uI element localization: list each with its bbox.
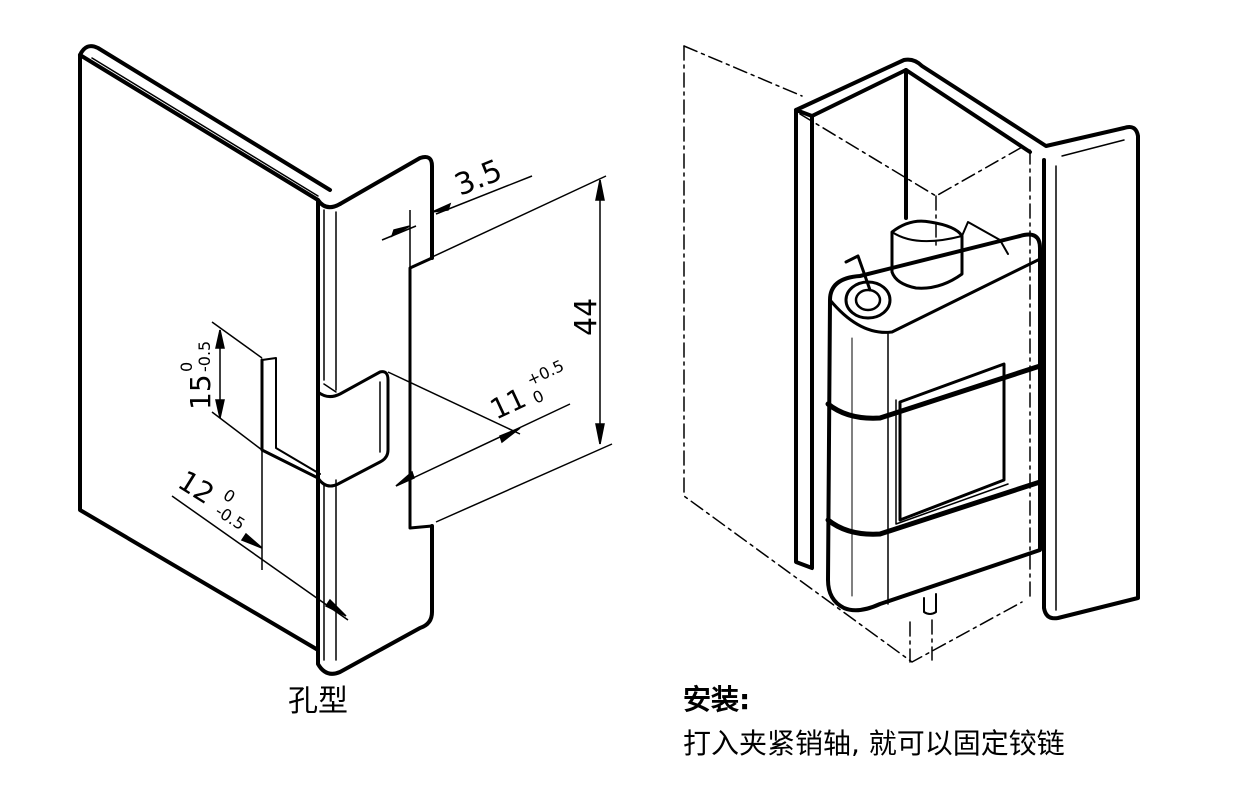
hinge-assembly bbox=[683, 45, 1140, 663]
slot-offset-nominal: 11 bbox=[485, 381, 531, 426]
installation-instruction: 打入夹紧销轴, 就可以固定铰链 bbox=[683, 727, 1065, 760]
slot-offset-upper: +0.5 bbox=[524, 356, 567, 390]
dimension-height: 44 bbox=[569, 298, 604, 336]
dimension-slot-height: 15 0 -0.5 bbox=[177, 341, 217, 410]
profile-with-cutout bbox=[78, 44, 434, 676]
installation-title: 安装: bbox=[683, 683, 751, 716]
slot-width-lower: -0.5 bbox=[212, 501, 249, 534]
slot-width-nominal: 12 bbox=[172, 464, 220, 511]
slot-height-lower: -0.5 bbox=[195, 341, 214, 372]
slot-offset-lower: 0 bbox=[530, 386, 547, 408]
slot-height-upper: 0 bbox=[177, 362, 196, 372]
dimension-depth: 3.5 bbox=[450, 153, 507, 203]
hole-type-caption: 孔型 bbox=[288, 684, 348, 719]
dimension-lines bbox=[171, 175, 613, 621]
u-profile bbox=[794, 57, 1140, 621]
phantom-profile bbox=[683, 45, 1031, 663]
slot-height-nominal: 15 bbox=[184, 374, 217, 410]
pin bbox=[890, 219, 1009, 290]
hinge-body bbox=[825, 232, 1043, 613]
dimension-slot-offset: 11 +0.5 0 bbox=[485, 356, 567, 426]
